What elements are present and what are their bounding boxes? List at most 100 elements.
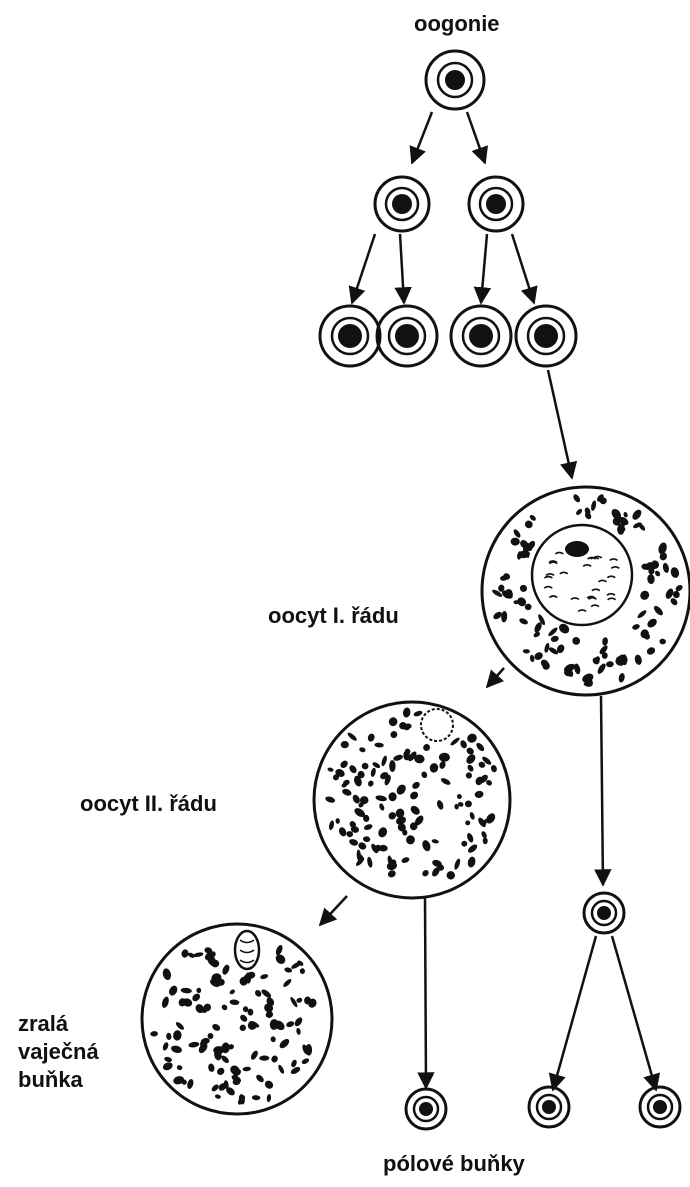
yolk-granule [409,804,422,816]
yolk-granule [393,754,404,762]
yolk-granule [335,818,340,824]
yolk-granule [547,626,559,637]
chromatin-strand [546,574,554,576]
chromatin-strand [608,598,616,600]
yolk-granule [456,793,463,800]
yolk-granule [221,1003,229,1011]
yolk-granule [636,609,647,619]
yolk-granule [170,1044,183,1054]
yolk-granule [533,651,544,662]
yolk-granule [399,817,404,822]
yolk-granule [374,742,384,747]
yolk-granule [631,623,640,631]
yolk-granule [324,795,335,803]
yolk-granule [405,834,416,845]
yolk-granule [229,999,239,1005]
polar-body [640,1087,680,1127]
yolk-granule [162,968,173,981]
yolk-granule [255,1073,265,1083]
yolk-granule [623,511,628,517]
yolk-granule [449,736,460,746]
yolk-granule [590,500,597,511]
yolk-granule [510,537,519,545]
secondary-oocyte [314,702,510,898]
yolk-granule [654,570,661,578]
yolk-granule [301,1057,310,1065]
yolk-granule [669,597,679,607]
yolk-granule [387,716,399,728]
yolk-granule [370,767,377,777]
yolk-granule [431,839,439,845]
yolk-granule [465,800,473,807]
yolk-granule [482,837,487,844]
yolk-granule [490,764,498,773]
yolk-granule [440,777,452,786]
yolk-granule [375,794,387,802]
yolk-granule [411,780,421,790]
chromatin-strand [588,598,596,600]
yolk-granule [606,661,614,668]
yolk-granule [466,732,479,744]
yolk-granule [453,858,461,870]
yolk-granule [377,826,389,839]
yolk-granule [366,856,373,868]
yolk-granule [293,1016,304,1028]
yolk-granule [341,741,349,748]
yolk-granule [228,1064,241,1077]
primary-oocyte [482,487,690,695]
yolk-granule [646,646,657,656]
yolk-granule [421,869,430,878]
yolk-granule [270,1036,277,1043]
yolk-granule [659,638,667,645]
chromatin-strand [560,572,568,574]
yolk-granule [361,762,369,770]
yolk-granule [618,673,626,684]
yolk-granule [523,649,530,654]
yolk-granule [459,739,468,749]
yolk-granule [239,1013,249,1023]
yolk-granule [254,989,263,998]
yolk-granule [290,1059,298,1068]
yolk-granule [285,1020,295,1028]
yolk-granule [467,843,479,854]
yolk-granule [348,764,358,775]
yolk-granule [339,759,349,769]
mature-egg-cell [142,924,332,1114]
yolk-granule [371,761,381,769]
yolk-granule [401,856,411,864]
yolk-granule [465,772,473,780]
yolk-granule [573,663,581,675]
chromatin-strand [607,594,615,596]
yolk-granule [327,767,334,773]
yolk-granule [652,604,664,616]
yolk-granule [529,514,537,522]
yolk-granule [380,755,388,767]
yolk-granule [420,771,428,779]
yolk-granule [363,836,371,843]
chromatin-strand [607,576,615,578]
chromatin-strand [592,589,600,591]
yolk-granule [229,988,236,995]
yolk-granule [466,764,474,773]
chromatin-strand [611,567,619,569]
yolk-granule [282,978,293,988]
yolk-granule [296,1028,302,1036]
yolk-granule [631,508,644,521]
yolk-granule [274,953,287,966]
yolk-granule [460,840,468,848]
yolk-granule [346,731,358,742]
chromatin-strand [549,562,557,564]
yolk-granule [646,617,659,629]
yolk-granule [475,741,486,752]
yolk-granule [214,1094,221,1100]
yolk-granule [439,753,450,762]
yolk-granule [180,987,192,994]
yolk-granule [266,1094,271,1103]
oogonium-third-gen-cell [320,306,380,366]
yolk-granule [408,790,419,801]
yolk-granule [150,1031,158,1037]
yolk-granule [328,820,335,831]
yolk-granule [378,803,385,812]
yolk-granule [260,988,272,999]
